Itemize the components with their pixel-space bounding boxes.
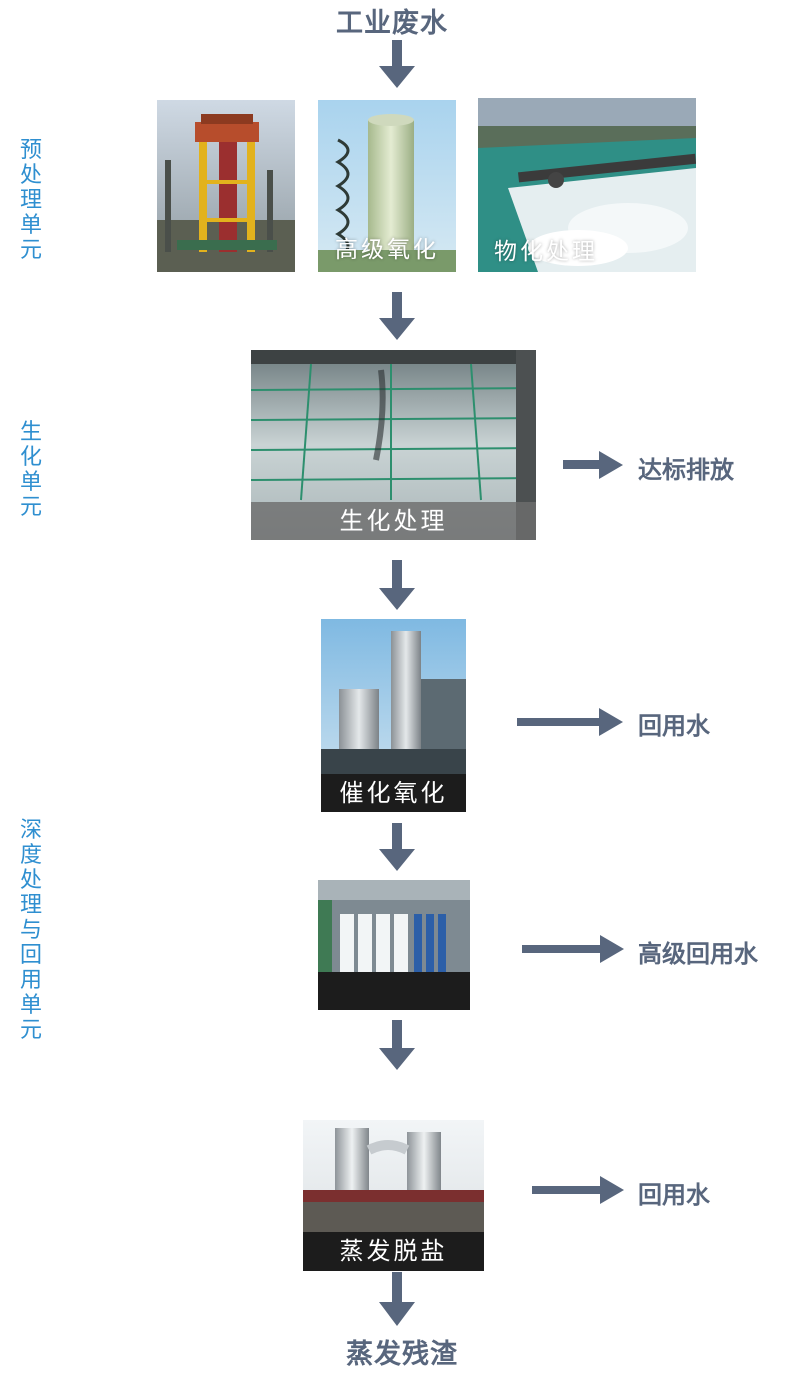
photo-evaporation: 蒸发脱盐 bbox=[303, 1120, 484, 1271]
output-discharge: 达标排放 bbox=[638, 456, 734, 484]
down-arrow-4 bbox=[379, 823, 415, 871]
caption-physicochemical: 物化处理 bbox=[494, 239, 598, 265]
output-reuse-water-1: 回用水 bbox=[638, 712, 710, 740]
caption-biological-treatment: 生化处理 bbox=[251, 502, 536, 540]
bottom-title: 蒸发残渣 bbox=[346, 1339, 458, 1370]
unit-label-pretreatment: 预处理单元 bbox=[19, 138, 42, 263]
photo-pretreatment-tower bbox=[157, 100, 295, 272]
output-advanced-reuse-water: 高级回用水 bbox=[638, 940, 758, 968]
right-arrow-discharge bbox=[563, 451, 623, 479]
unit-label-advanced: 深度处理与回用单元 bbox=[19, 818, 42, 1043]
caption-catalytic-oxidation: 催化氧化 bbox=[321, 774, 466, 812]
caption-evaporation: 蒸发脱盐 bbox=[303, 1232, 484, 1271]
caption-advanced-oxidation: 高级氧化 bbox=[335, 237, 439, 263]
photo-biological-treatment: 生化处理 bbox=[251, 350, 536, 540]
down-arrow-3 bbox=[379, 560, 415, 610]
unit-label-biochemical: 生化单元 bbox=[19, 420, 42, 520]
down-arrow-5 bbox=[379, 1020, 415, 1070]
caption-membrane bbox=[318, 972, 470, 1010]
down-arrow-1 bbox=[379, 40, 415, 88]
top-title: 工业废水 bbox=[336, 8, 448, 39]
photo-physicochemical: 物化处理 bbox=[478, 98, 696, 272]
right-arrow-reuse-2 bbox=[532, 1176, 624, 1204]
down-arrow-2 bbox=[379, 292, 415, 340]
photo-membrane bbox=[318, 880, 470, 1010]
right-arrow-advanced-reuse bbox=[522, 935, 624, 963]
down-arrow-6 bbox=[379, 1272, 415, 1326]
photo-advanced-oxidation: 高级氧化 bbox=[318, 100, 456, 272]
output-reuse-water-2: 回用水 bbox=[638, 1181, 710, 1209]
right-arrow-reuse-1 bbox=[517, 708, 623, 736]
photo-catalytic-oxidation: 催化氧化 bbox=[321, 619, 466, 812]
